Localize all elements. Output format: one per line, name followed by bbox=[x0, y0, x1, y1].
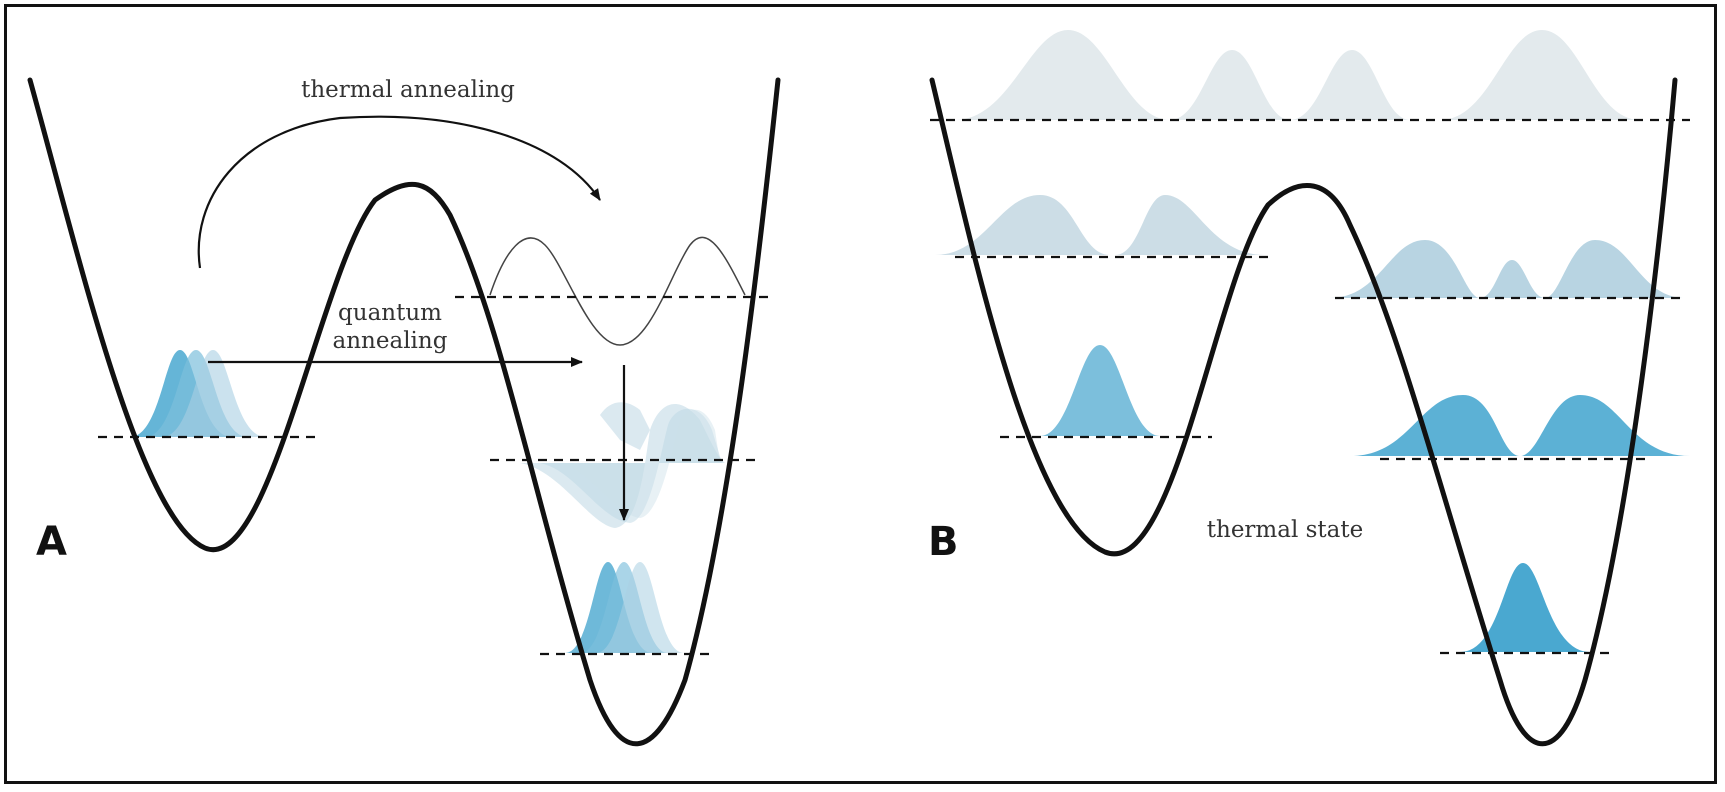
tunneling-wavefunctions bbox=[520, 402, 725, 528]
panel-b-letter: B bbox=[928, 519, 959, 565]
thermal-state-label: thermal state bbox=[1207, 517, 1363, 543]
right-well-gaussians bbox=[565, 562, 684, 653]
upper-right-distribution bbox=[1330, 240, 1685, 298]
quantum-annealing-label-2: annealing bbox=[333, 328, 448, 354]
panel-a-letter: A bbox=[36, 519, 67, 565]
figure-frame bbox=[4, 4, 1717, 784]
quantum-annealing-label-1: quantum bbox=[338, 300, 442, 326]
excited-wavefunction bbox=[489, 236, 746, 346]
top-level-distribution bbox=[955, 30, 1640, 120]
right-middle-distribution bbox=[1350, 395, 1690, 456]
left-ground-distribution bbox=[1040, 345, 1160, 436]
thermal-arrow bbox=[197, 115, 601, 269]
potential-well-b bbox=[929, 77, 1678, 746]
panel-a: thermal annealing quantum annealing A bbox=[27, 77, 781, 747]
potential-well-a bbox=[27, 77, 781, 747]
thermal-annealing-label: thermal annealing bbox=[301, 77, 515, 103]
left-well-gaussians bbox=[130, 350, 266, 437]
panel-b: thermal state B bbox=[928, 30, 1690, 746]
right-ground-distribution bbox=[1460, 563, 1590, 652]
upper-left-distribution bbox=[935, 195, 1265, 255]
